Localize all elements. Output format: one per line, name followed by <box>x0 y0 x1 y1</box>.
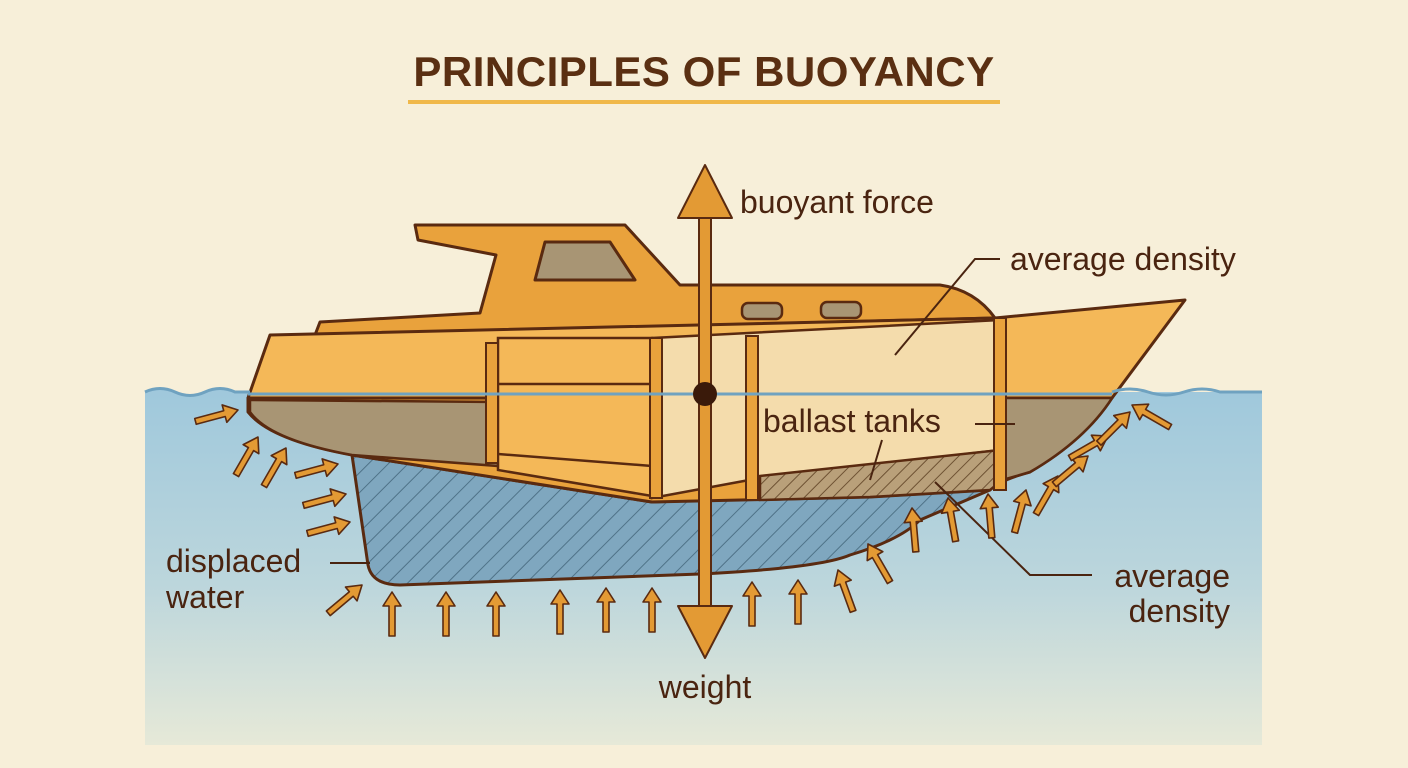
label-average-density-bottom-1: average <box>1114 558 1230 594</box>
panel-divider <box>497 452 653 468</box>
small-arrow-icon <box>1032 475 1060 517</box>
small-arrow-icon <box>788 579 808 625</box>
small-arrow-icon <box>1095 411 1131 447</box>
small-arrow-icon <box>232 436 260 478</box>
small-arrow-icon <box>550 589 570 635</box>
small-arrow-icon <box>903 507 923 553</box>
small-arrow-icon <box>436 591 456 637</box>
small-arrow-icon <box>325 584 363 617</box>
small-arrow-icon <box>742 581 762 627</box>
porthole-right <box>819 300 863 320</box>
label-displaced-water-1: displaced <box>166 543 301 579</box>
porthole-left <box>740 301 784 321</box>
label-average-density-bottom-2: density <box>1129 593 1230 629</box>
title-underline <box>408 100 1000 104</box>
leader-ballast-hatch <box>869 439 883 481</box>
leader-average-density-top <box>894 258 1000 356</box>
arrow-down-icon <box>677 605 733 659</box>
small-arrow-icon <box>979 493 999 539</box>
cabin-window <box>533 240 637 282</box>
small-arrow-icon <box>1010 489 1032 535</box>
label-ballast-tanks: ballast tanks <box>763 403 941 439</box>
dot-icon <box>693 382 717 406</box>
hull-pillar <box>485 342 499 464</box>
small-arrow-icon <box>301 488 347 510</box>
small-arrow-icon <box>260 447 288 489</box>
hull-submerged-left <box>248 398 500 468</box>
small-arrow-icon <box>866 543 894 585</box>
displaced-water-volume <box>350 453 992 587</box>
small-arrow-icon <box>193 404 239 426</box>
label-average-density-top: average density <box>1010 241 1236 277</box>
label-displaced-water-2: water <box>165 579 245 615</box>
small-arrow-icon <box>486 591 506 637</box>
hull-pillar <box>745 335 759 501</box>
small-arrow-icon <box>1131 403 1173 431</box>
arrow-up-icon <box>677 164 733 219</box>
pressure-arrows <box>193 403 1173 637</box>
water-surface-right <box>1111 387 1262 397</box>
small-arrow-icon <box>833 569 857 614</box>
small-arrow-icon <box>305 516 351 538</box>
small-arrow-icon <box>293 458 339 480</box>
small-arrow-icon <box>382 591 402 637</box>
small-arrow-icon <box>642 587 662 633</box>
force-axis <box>698 214 712 616</box>
cabin <box>313 223 997 337</box>
hull-pillar <box>993 317 1007 491</box>
page-title: PRINCIPLES OF BUOYANCY <box>413 48 994 95</box>
hull-submerged-right <box>1000 396 1115 482</box>
small-arrow-icon <box>596 587 616 633</box>
hull-pillar <box>649 337 663 499</box>
label-weight: weight <box>658 669 752 705</box>
water-surface-left <box>144 387 250 397</box>
label-buoyant-force: buoyant force <box>740 184 934 220</box>
leader-average-density-bottom <box>934 481 1092 576</box>
hull-panel-left <box>496 336 654 498</box>
small-arrow-icon <box>940 497 961 543</box>
